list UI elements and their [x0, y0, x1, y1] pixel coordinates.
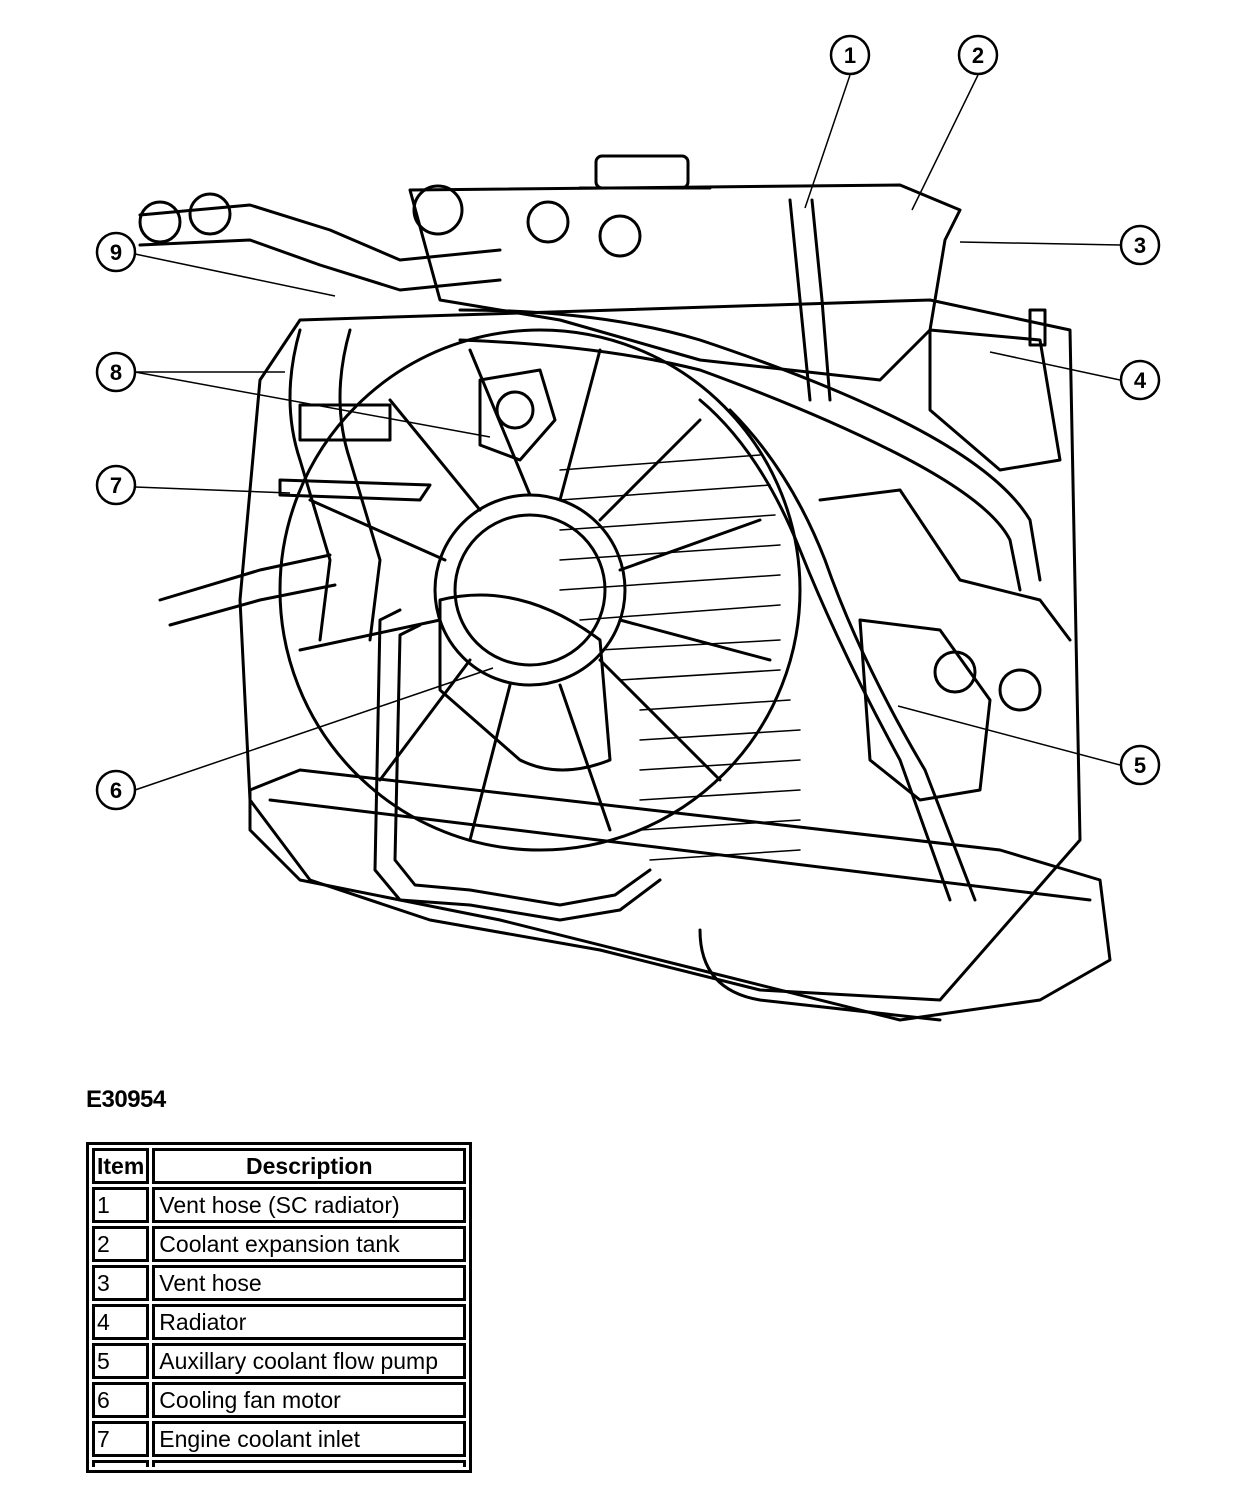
- aux-pump-body: [858, 618, 992, 802]
- legend-header-row: Item Description: [92, 1148, 467, 1184]
- callout-7: 7: [95, 464, 137, 506]
- left-hose: [158, 553, 332, 602]
- fan-hub-outer: [433, 493, 627, 687]
- legend-item: 4: [92, 1304, 150, 1340]
- callout-label: 9: [110, 240, 122, 265]
- return-pipe: [373, 608, 662, 922]
- callout-label: 7: [110, 473, 122, 498]
- figure-id: E30954: [86, 1086, 166, 1113]
- callout-4: 4: [1119, 359, 1161, 401]
- radiator-core: [238, 298, 1082, 1002]
- legend-item: 6: [92, 1382, 150, 1418]
- legend-description: Vent hose: [152, 1265, 467, 1301]
- callout-6: 6: [95, 769, 137, 811]
- callout-label: 3: [1134, 233, 1146, 258]
- fan-shroud: [278, 328, 802, 852]
- radiator-right-tank: [928, 328, 1062, 472]
- table-row: 4 Radiator: [92, 1304, 467, 1340]
- legend-description: Cooling fan motor: [152, 1382, 467, 1418]
- vent-hose-sc: [788, 198, 812, 402]
- thermostat-housing: [478, 368, 557, 462]
- legend-description: Vent hose (SC radiator): [152, 1187, 467, 1223]
- callout-2: 2: [957, 34, 999, 76]
- upper-hose-left: [138, 203, 502, 262]
- legend-header-description: Description: [152, 1148, 467, 1184]
- table-row: 5 Auxillary coolant flow pump: [92, 1343, 467, 1379]
- callout-5: 5: [1119, 744, 1161, 786]
- table-row-partial: [92, 1460, 467, 1467]
- table-row: 2 Coolant expansion tank: [92, 1226, 467, 1262]
- right-hose: [698, 398, 952, 902]
- table-row: 7 Engine coolant inlet: [92, 1421, 467, 1457]
- table-row: 3 Vent hose: [92, 1265, 467, 1301]
- legend-header-item: Item: [92, 1148, 150, 1184]
- long-hose: [458, 308, 1042, 582]
- callout-label: 1: [844, 43, 856, 68]
- cooling-system-illustration: 1 2 3 4 5 6 7 8 9: [95, 34, 1161, 1022]
- tank-cap: [594, 154, 690, 190]
- bottom-frame: [248, 768, 1112, 1022]
- legend-item: 7: [92, 1421, 150, 1457]
- legend-description: Coolant expansion tank: [152, 1226, 467, 1262]
- callout-label: 8: [110, 360, 122, 385]
- callout-label: 2: [972, 43, 984, 68]
- expansion-tank: [408, 183, 962, 382]
- engine-coolant-inlet: [288, 328, 332, 642]
- legend-item: 3: [92, 1265, 150, 1301]
- fan-motor: [438, 593, 612, 772]
- callout-9: 9: [95, 231, 137, 273]
- table-row: 6 Cooling fan motor: [92, 1382, 467, 1418]
- callouts: 1 2 3 4 5 6 7 8 9: [95, 34, 1161, 811]
- callout-3: 3: [1119, 224, 1161, 266]
- legend-table: Item Description 1 Vent hose (SC radiato…: [86, 1142, 473, 1473]
- fan-blades: [298, 348, 772, 842]
- legend-description: Radiator: [152, 1304, 467, 1340]
- callout-1: 1: [829, 34, 871, 76]
- legend-item: 2: [92, 1226, 150, 1262]
- callout-label: 4: [1134, 368, 1147, 393]
- legend-item: 5: [92, 1343, 150, 1379]
- fan-hub-inner: [453, 513, 607, 667]
- callout-label: 5: [1134, 753, 1146, 778]
- callout-8: 8: [95, 351, 137, 393]
- legend-item: 1: [92, 1187, 150, 1223]
- table-row: 1 Vent hose (SC radiator): [92, 1187, 467, 1223]
- legend-item-cut: [92, 1460, 150, 1467]
- legend-description: Auxillary coolant flow pump: [152, 1343, 467, 1379]
- callout-label: 6: [110, 778, 122, 803]
- legend-description: Engine coolant inlet: [152, 1421, 467, 1457]
- legend-description-cut: [152, 1460, 467, 1467]
